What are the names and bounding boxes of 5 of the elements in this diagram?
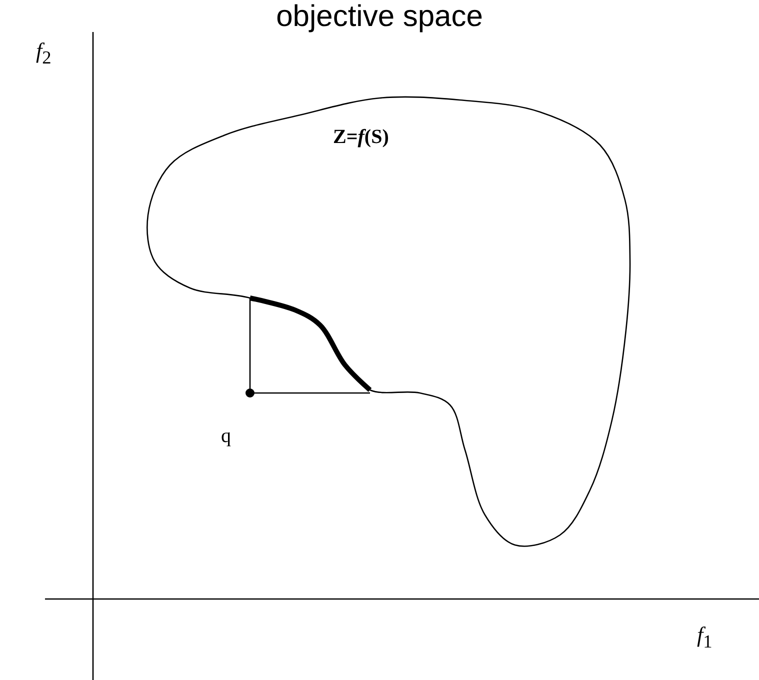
axis-label: f$_{2}$ [36, 38, 52, 68]
point-label: q [221, 425, 231, 448]
diagram-title: objective space [275, 0, 484, 34]
axis-label: f$_{1}$ [697, 622, 712, 652]
region-label: Z=f(S) [333, 126, 389, 149]
